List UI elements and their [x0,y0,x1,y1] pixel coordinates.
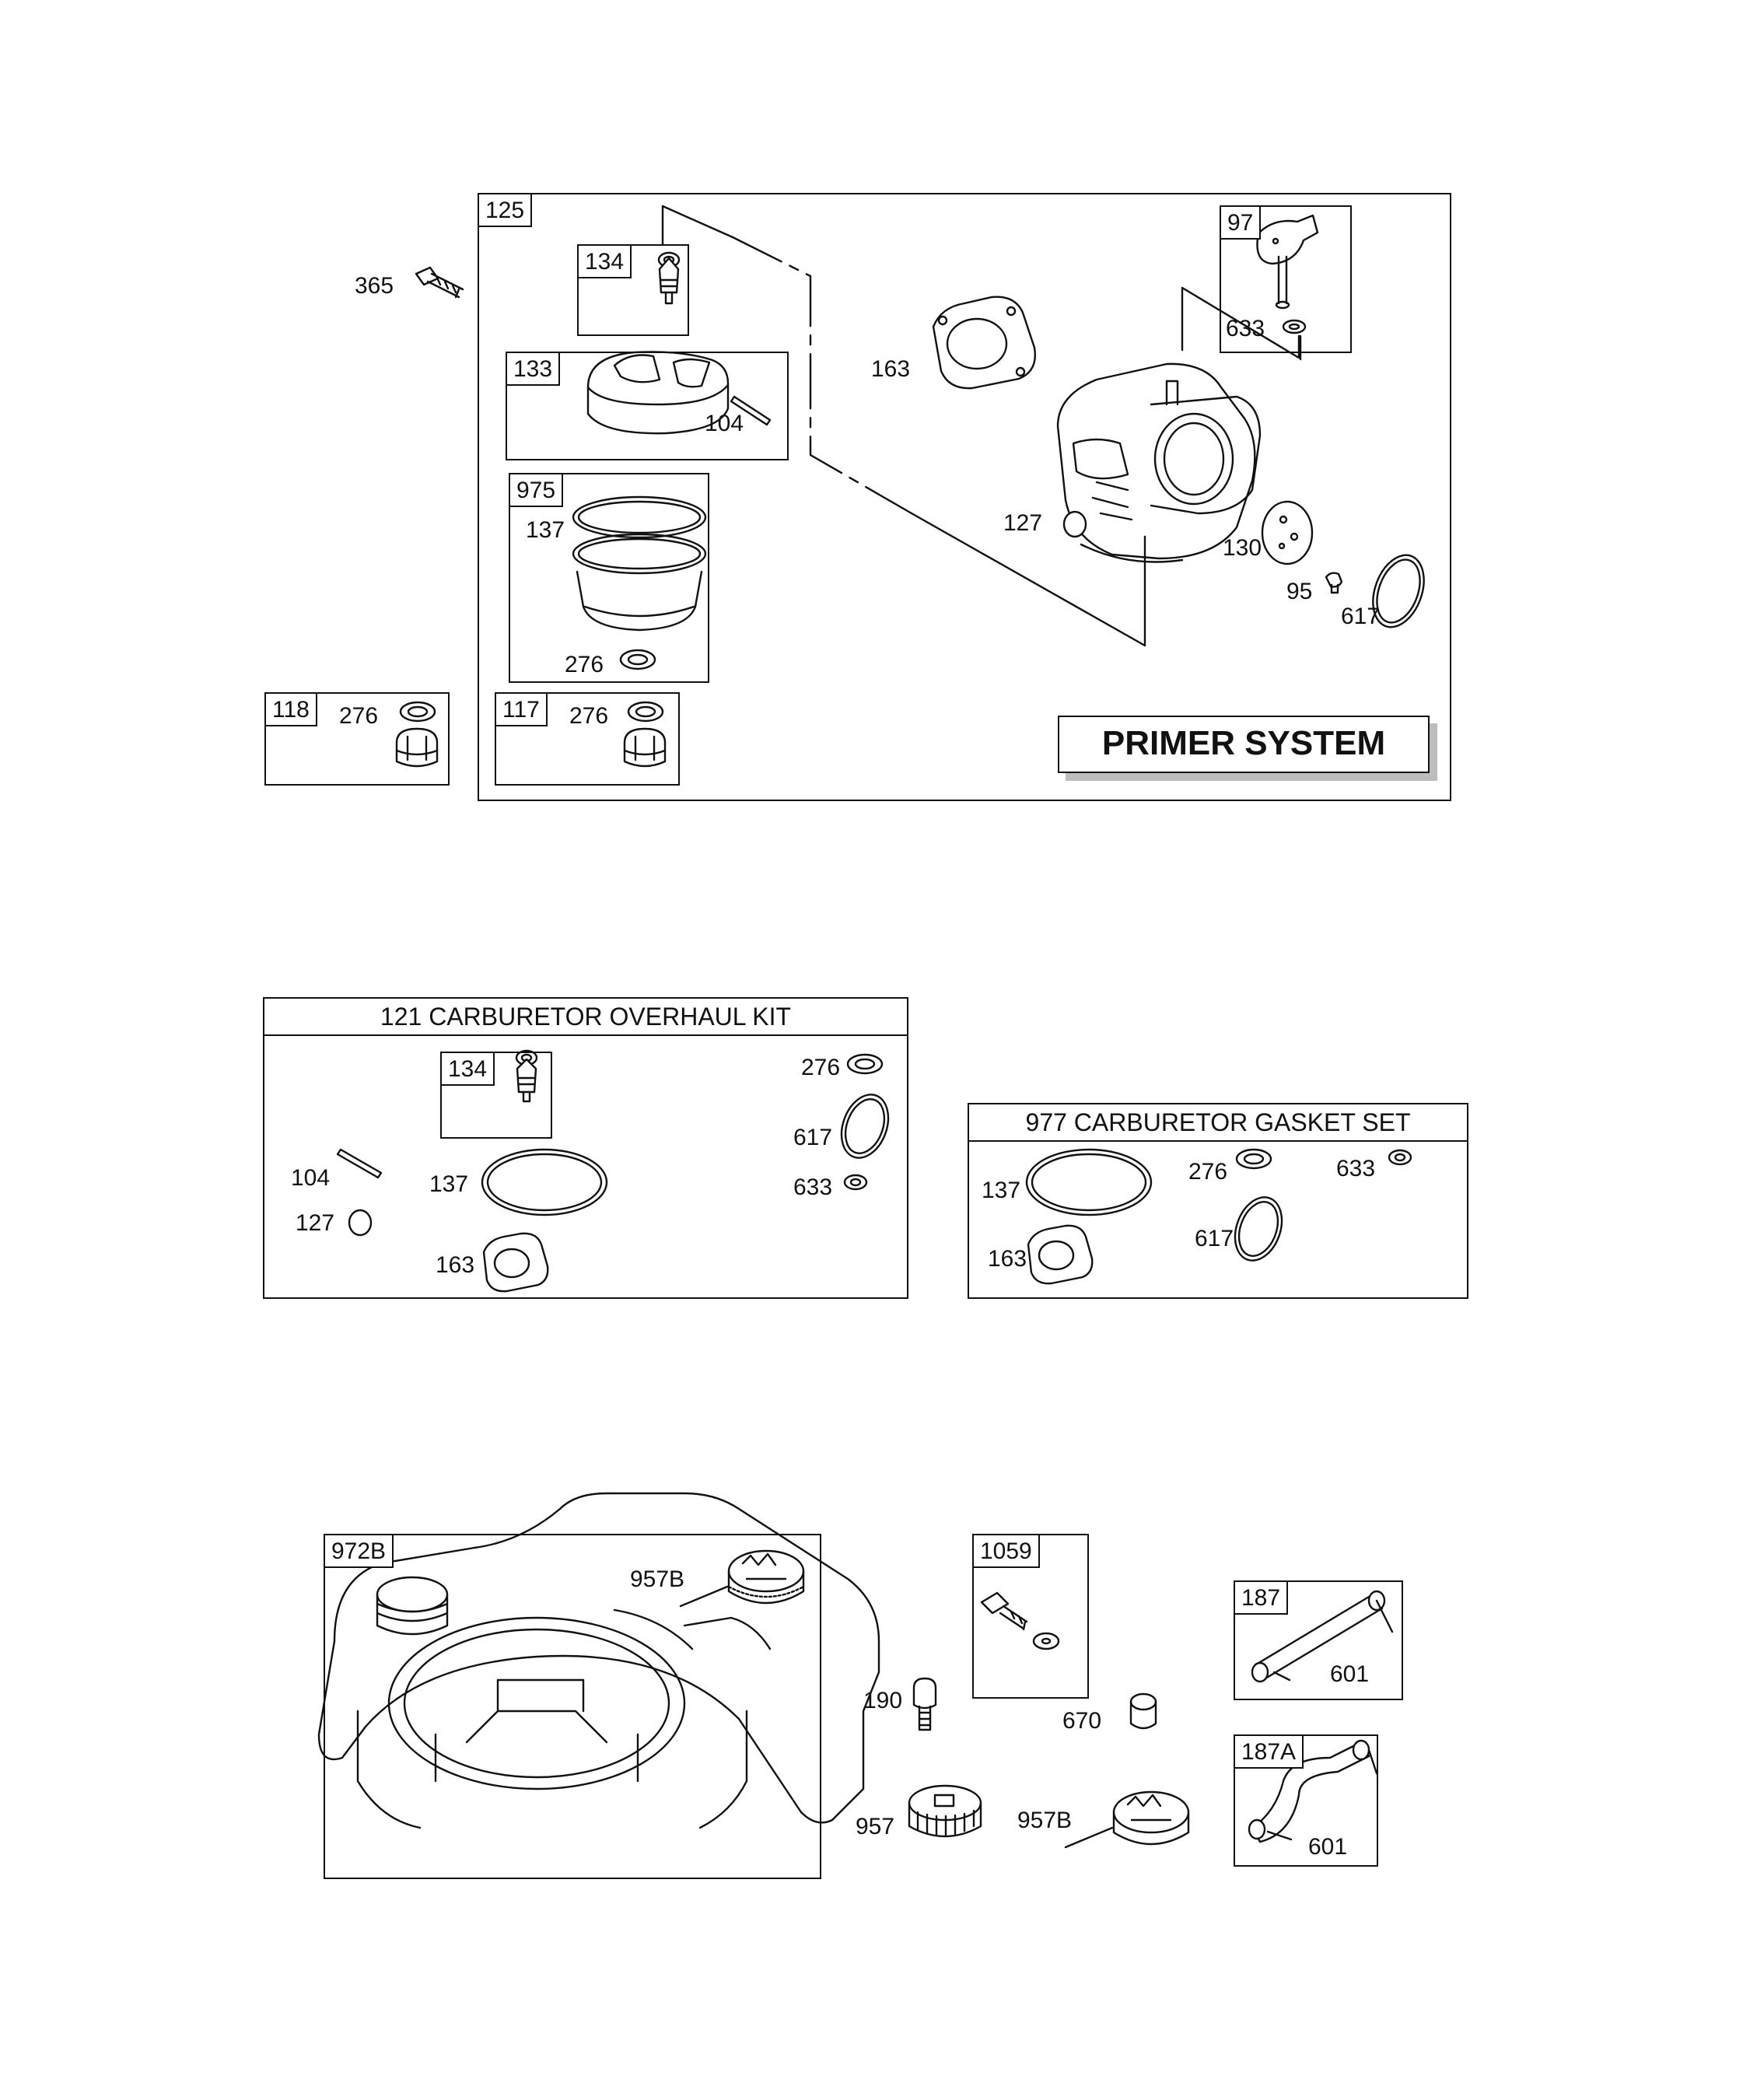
kit-callout-ring: 137 [429,1171,469,1197]
spacer-670-drawing [1129,1692,1157,1730]
fuel-tank-frame: 972B [324,1534,821,1879]
callout-bowl-ring: 137 [526,517,565,543]
callout-plug: 127 [1003,510,1043,536]
fuel-line-tag-b: 187A [1235,1736,1304,1769]
callout-pin: 104 [705,411,744,436]
float-133-drawing [586,351,730,435]
set-callout-oring: 617 [1195,1226,1234,1251]
set-washer-633-drawing [1388,1149,1412,1166]
choke-tag: 97 [1221,207,1262,240]
fuel-line-box-a: 187 [1234,1580,1403,1700]
kit-washer-633-drawing [843,1174,868,1191]
callout-bowl-washer: 276 [565,652,604,677]
kit-oring-617-drawing [840,1094,890,1159]
primer-system-tag: 125 [479,194,533,227]
drain-plug-box-left: 118 [264,692,450,786]
callout-screw: 95 [1286,579,1313,604]
kit-callout-small-washer: 633 [793,1174,833,1200]
set-gasket-163-drawing [1027,1224,1094,1285]
cap-957-drawing [908,1784,982,1838]
kit-pin-104-drawing [336,1148,383,1179]
kit-callout-gasket: 163 [436,1252,475,1278]
kit-callout-pin: 104 [291,1165,331,1191]
bowl-box: 975 [509,473,709,683]
callout-drain-washer-right: 276 [569,703,609,729]
callout-hw-vented-cap: 957B [1017,1808,1073,1833]
gasket-set-title: 977 CARBURETOR GASKET SET [969,1104,1467,1142]
float-box: 133 [506,352,789,460]
screw-190-drawing [912,1677,937,1731]
drain-plug-box-right: 117 [495,692,680,786]
primer-system-banner: PRIMER SYSTEM [1058,716,1430,773]
drain-plug-118-drawing [395,701,439,768]
kit-callout-plug: 127 [296,1210,335,1236]
callout-plate: 130 [1223,535,1262,561]
kit-needle-134-drawing [515,1049,538,1103]
fuel-line-clamp-b: 601 [1308,1834,1348,1860]
bowl-tag: 975 [510,474,564,507]
primer-leader-lines [661,205,1302,647]
callout-drain-washer-left: 276 [339,703,379,729]
callout-bolt: 365 [355,273,394,299]
bolt-1059-drawing [980,1591,1060,1650]
bolt-tag: 1059 [974,1535,1040,1568]
kit-needle-tag: 134 [442,1053,495,1086]
screw-95-drawing [1325,572,1343,594]
set-oring-617-drawing [1234,1196,1283,1262]
set-callout-washer: 276 [1188,1159,1228,1185]
vented-cap-957b-drawing [1064,1790,1190,1849]
callout-spacer: 670 [1062,1708,1102,1734]
callout-hw-screw: 190 [863,1688,903,1713]
overhaul-kit-title: 121 CARBURETOR OVERHAUL KIT [264,999,907,1036]
fuel-line-187a-drawing [1248,1739,1378,1843]
kit-washer-276-drawing [846,1053,884,1075]
set-washer-276-drawing [1235,1148,1272,1170]
fuel-line-box-b: 187A [1234,1734,1378,1867]
fuel-line-187-drawing [1251,1590,1394,1683]
callout-oring: 617 [1341,604,1381,629]
needle-valve-134-drawing [657,251,681,305]
kit-plug-127-drawing [348,1209,373,1237]
drain-plug-117-drawing [623,701,667,768]
set-callout-small-washer: 633 [1336,1156,1376,1181]
plate-130-drawing [1261,500,1314,565]
drain-plug-tag-left: 118 [266,694,317,726]
callout-gasket: 163 [871,356,911,382]
plug-127-drawing [1062,510,1087,538]
overhaul-kit-frame: 121 CARBURETOR OVERHAUL KIT [263,997,908,1299]
oring-617-drawing [1372,554,1425,628]
gasket-set-frame: 977 CARBURETOR GASKET SET [968,1103,1468,1299]
set-callout-ring: 137 [982,1178,1021,1203]
vented-cap-957b-tank-drawing [679,1549,805,1608]
choke-lever-97-drawing [1256,214,1319,334]
bolt-box: 1059 [972,1534,1089,1699]
set-ring-137-drawing [1025,1148,1153,1216]
carburetor-body-drawing [1056,362,1262,563]
bowl-975-drawing [572,495,707,670]
kit-gasket-163-drawing [482,1232,549,1293]
float-tag: 133 [507,353,561,386]
kit-needle-box: 134 [440,1052,552,1139]
kit-ring-137-drawing [481,1148,608,1216]
gasket-163-drawing [932,296,1036,390]
choke-box: 97 [1220,205,1352,353]
primer-system-frame: 125 [478,193,1451,801]
needle-valve-box: 134 [577,244,689,336]
bolt-365-drawing [415,266,464,299]
fuel-tank-tag: 972B [325,1535,394,1568]
drain-plug-tag-right: 117 [496,694,548,726]
set-callout-gasket: 163 [988,1246,1027,1272]
callout-cap: 957 [856,1814,895,1839]
kit-callout-washer: 276 [801,1055,841,1080]
needle-valve-tag: 134 [579,246,632,278]
fuel-line-tag-a: 187 [1235,1582,1289,1615]
pin-104-drawing [730,395,772,426]
fuel-line-clamp-a: 601 [1330,1661,1370,1687]
callout-choke-washer: 633 [1226,316,1265,341]
tank-callout-vented-cap: 957B [630,1566,685,1592]
kit-callout-oring: 617 [793,1125,833,1150]
